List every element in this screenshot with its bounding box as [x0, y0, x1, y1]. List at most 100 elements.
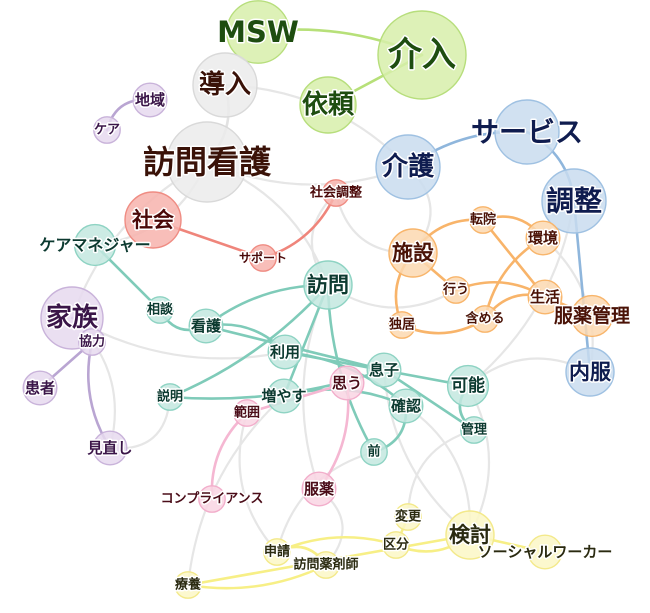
node-sodan[interactable]	[146, 296, 174, 324]
node-label-tenin: 転院	[470, 212, 496, 228]
node-kakunin[interactable]	[388, 388, 424, 424]
node-kento[interactable]	[445, 510, 495, 560]
node-fuyasu[interactable]	[266, 378, 302, 414]
node-label-socialworker: ソーシャルワーカー	[478, 543, 613, 561]
node-label-riyo: 利用	[270, 343, 300, 361]
node-label-chiiki: 地域	[135, 91, 165, 109]
node-label-support: サポート	[239, 250, 287, 265]
node-label-sodan: 相談	[147, 302, 174, 318]
node-label-shinsei: 申請	[264, 544, 290, 560]
node-label-kanja: 患者	[25, 379, 55, 397]
background-edge-kanri-henko	[406, 428, 475, 518]
node-label-kyoryoku: 協力	[79, 334, 105, 350]
node-irai[interactable]	[299, 76, 357, 134]
node-label-kakunin: 確認	[390, 397, 421, 415]
node-label-msw: MSW	[217, 15, 299, 49]
node-label-caremanager: ケアマネジャー	[39, 236, 150, 255]
node-naifuku[interactable]	[565, 347, 615, 397]
node-riyo[interactable]	[267, 334, 303, 370]
node-setsumei[interactable]	[156, 383, 184, 411]
node-label-shakaichosei: 社会調整	[309, 185, 363, 201]
node-label-service: サービス	[471, 116, 583, 149]
node-label-fukuyaku: 服薬	[304, 480, 334, 498]
node-label-fukuyakukanri: 服薬管理	[554, 304, 630, 327]
node-fukuyaku[interactable]	[301, 471, 337, 507]
node-fukuyakukanri[interactable]	[570, 294, 614, 338]
node-label-kazoku: 家族	[46, 302, 99, 333]
node-fukumeru[interactable]	[471, 305, 499, 333]
node-shinsei[interactable]	[263, 538, 291, 566]
node-shakai[interactable]	[124, 191, 182, 249]
node-houmonyakuzaishi[interactable]	[312, 551, 340, 579]
node-service[interactable]	[494, 99, 560, 165]
node-label-donyu: 導入	[199, 69, 251, 100]
node-label-kubun: 区分	[383, 537, 409, 553]
node-tenin[interactable]	[469, 206, 497, 234]
node-care[interactable]	[93, 116, 121, 144]
node-hani[interactable]	[233, 399, 261, 427]
node-label-shakai: 社会	[131, 208, 174, 232]
node-henko[interactable]	[394, 503, 422, 531]
node-label-kankyo: 環境	[528, 229, 558, 247]
node-label-kaigo: 介護	[381, 151, 435, 182]
node-label-mae: 前	[367, 444, 380, 460]
node-shakaichosei[interactable]	[322, 179, 350, 207]
node-label-hani: 範囲	[234, 405, 260, 421]
node-label-kano: 可能	[451, 375, 485, 396]
node-label-houmonkango: 訪問看護	[143, 143, 272, 181]
node-houmon[interactable]	[303, 260, 353, 310]
node-msw[interactable]	[226, 0, 290, 64]
background-edge-fuyasu-ryoyo	[186, 395, 285, 586]
node-minaoshi[interactable]	[92, 430, 128, 466]
node-shisetsu[interactable]	[388, 228, 438, 278]
node-dokkyo[interactable]	[388, 311, 416, 339]
node-kubun[interactable]	[382, 531, 410, 559]
node-kango[interactable]	[188, 308, 224, 344]
background-edge-hani-shinsei	[238, 412, 278, 553]
node-socialworker[interactable]	[527, 534, 563, 570]
node-label-houmonyakuzaishi: 訪問薬剤師	[293, 557, 358, 573]
node-label-setsumei: 説明	[157, 389, 183, 405]
node-label-fukumeru: 含める	[464, 311, 504, 327]
labels-layer: MSW介入依頼サービス介護調整内服地域ケア家族協力患者見直し導入訪問看護社会社会…	[23, 14, 631, 595]
node-kaigo[interactable]	[375, 134, 441, 200]
node-label-shisetsu: 施設	[392, 241, 435, 265]
node-donyu[interactable]	[192, 52, 258, 118]
node-label-ryoyo: 療養	[175, 577, 201, 593]
node-label-musuko: 息子	[369, 361, 399, 379]
node-label-kanri: 管理	[461, 422, 487, 438]
node-label-kento: 検討	[449, 523, 491, 547]
node-chosei[interactable]	[541, 168, 607, 234]
node-label-kango: 看護	[191, 317, 222, 335]
node-label-omou: 思う	[332, 374, 362, 392]
edge-houmonyakuzaishi-ryoyo	[186, 563, 328, 590]
node-kano[interactable]	[446, 364, 490, 408]
node-kyoryoku[interactable]	[78, 328, 106, 356]
node-label-kainyu: 介入	[388, 35, 456, 75]
node-support[interactable]	[249, 244, 277, 272]
node-caremanager[interactable]	[73, 223, 117, 267]
node-label-seikatsu: 生活	[530, 288, 560, 306]
node-houmonkango[interactable]	[166, 121, 248, 203]
node-compliance[interactable]	[198, 485, 226, 513]
node-musuko[interactable]	[366, 352, 402, 388]
nodes-layer	[22, 0, 615, 599]
node-label-okonau: 行う	[442, 282, 469, 298]
node-label-houmon: 訪問	[307, 273, 349, 297]
node-ryoyo[interactable]	[174, 571, 202, 599]
node-label-chosei: 調整	[546, 185, 602, 218]
node-label-care: ケア	[94, 123, 120, 138]
node-label-dokkyo: 独居	[389, 317, 415, 333]
node-omou[interactable]	[329, 365, 365, 401]
node-okonau[interactable]	[442, 276, 470, 304]
node-label-naifuku: 内服	[569, 360, 612, 384]
node-mae[interactable]	[360, 438, 388, 466]
node-kankyo[interactable]	[525, 220, 561, 256]
node-chiiki[interactable]	[132, 82, 168, 118]
node-seikatsu[interactable]	[527, 279, 563, 315]
node-kanja[interactable]	[22, 370, 58, 406]
node-label-compliance: コンプライアンス	[161, 492, 264, 507]
node-kanri[interactable]	[460, 416, 488, 444]
node-label-irai: 依頼	[302, 90, 355, 120]
node-kainyu[interactable]	[377, 10, 467, 100]
